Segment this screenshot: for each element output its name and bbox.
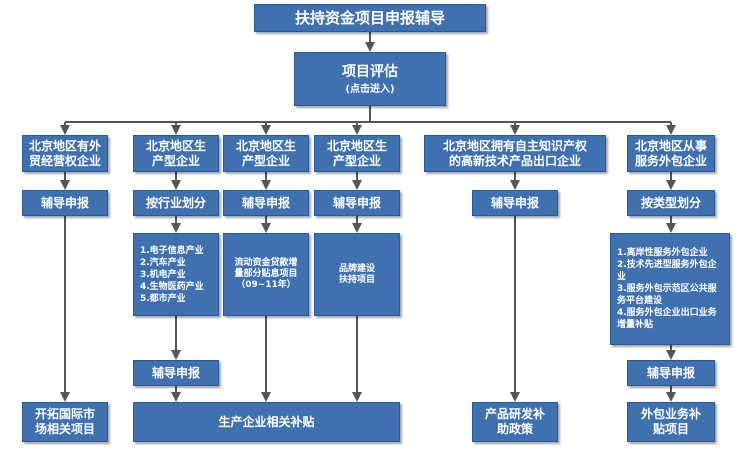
industry-list: 1.电子信息产业 2.汽车产业 3.机电产业 4.生物医药产业 5.都市产业 — [134, 245, 204, 305]
project-evaluation-button[interactable]: 项目评估 (点击进入) — [294, 52, 446, 106]
guide-button-industry[interactable]: 辅导申报 — [133, 360, 219, 386]
category-service-outsourcing[interactable]: 北京地区从事服务外包企业 — [627, 135, 715, 172]
list-item: 3.服务外包示范区公共服务平台建设 — [617, 284, 717, 306]
guide-button-high-tech[interactable]: 辅导申报 — [472, 190, 558, 216]
category-high-tech-export[interactable]: 北京地区拥有自主知识产权的高新技术产品出口企业 — [424, 135, 606, 172]
result-outsourcing-subsidy[interactable]: 外包业务补贴项目 — [627, 402, 715, 442]
list-item: 1.电子信息产业 — [140, 245, 204, 256]
list-item: 1.离岸性服务外包企业 — [617, 248, 708, 258]
category-production-3[interactable]: 北京地区生产型企业 — [314, 135, 400, 172]
guide-button-brand[interactable]: 辅导申报 — [314, 190, 400, 216]
list-item: 5.都市产业 — [140, 293, 186, 304]
industry-list-box[interactable]: 1.电子信息产业 2.汽车产业 3.机电产业 4.生物医药产业 5.都市产业 — [133, 233, 219, 316]
list-item: 2.技术先进型服务外包企业 — [617, 260, 717, 282]
list-item: 2.汽车产业 — [140, 257, 186, 268]
loan-interest-project-box[interactable]: 流动资金贷款增量部分贴息项目（09~11年） — [223, 233, 309, 316]
list-item: 3.机电产业 — [140, 269, 186, 280]
result-international-market[interactable]: 开拓国际市场相关项目 — [22, 402, 108, 442]
outsourcing-list: 1.离岸性服务外包企业 2.技术先进型服务外包企业 3.服务外包示范区公共服务平… — [611, 247, 729, 331]
by-type-button[interactable]: 按类型划分 — [627, 190, 715, 216]
category-foreign-trade[interactable]: 北京地区有外贸经营权企业 — [22, 135, 108, 172]
by-industry-button[interactable]: 按行业划分 — [133, 190, 219, 216]
outsourcing-type-list-box[interactable]: 1.离岸性服务外包企业 2.技术先进型服务外包企业 3.服务外包示范区公共服务平… — [610, 233, 730, 345]
list-item: 4.服务外包企业出口业务增量补贴 — [617, 308, 717, 330]
evaluation-sublabel: (点击进入) — [345, 83, 395, 95]
brand-building-project-box[interactable]: 品牌建设扶持项目 — [314, 233, 400, 316]
guide-button-loan[interactable]: 辅导申报 — [223, 190, 309, 216]
category-production-2[interactable]: 北京地区生产型企业 — [223, 135, 309, 172]
list-item: 4.生物医药产业 — [140, 281, 204, 292]
guide-button-foreign-trade[interactable]: 辅导申报 — [22, 190, 108, 216]
result-rd-policy[interactable]: 产品研发补助政策 — [472, 402, 558, 442]
evaluation-label: 项目评估 — [342, 63, 398, 80]
title-text: 扶持资金项目申报辅导 — [294, 8, 445, 27]
guide-button-outsourcing[interactable]: 辅导申报 — [627, 360, 715, 386]
title-box: 扶持资金项目申报辅导 — [254, 4, 486, 32]
result-production-subsidy[interactable]: 生产企业相关补贴 — [133, 402, 400, 442]
category-production-1[interactable]: 北京地区生产型企业 — [133, 135, 219, 172]
